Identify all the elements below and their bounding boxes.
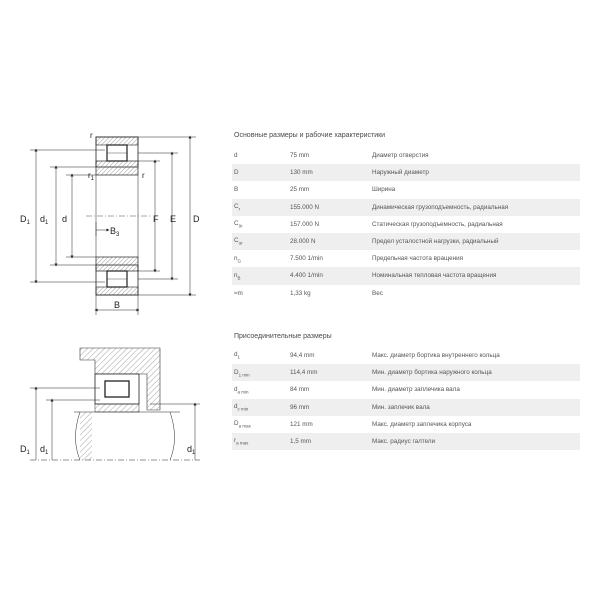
mounting-drawing: D1 d1 d1: [20, 347, 200, 461]
param-value: 130 mm: [290, 164, 372, 182]
param-value: 114,4 mm: [290, 364, 372, 382]
param-symbol: D1 min: [232, 364, 290, 382]
label-d1-mount-right: d1: [187, 444, 196, 456]
param-symbol: D: [232, 164, 290, 182]
param-description: Номинальная тепловая частота вращения: [372, 267, 580, 285]
param-description: Предел усталостной нагрузки, радиальный: [372, 232, 580, 251]
inner-ring-bottom: [95, 256, 139, 272]
param-value: 4.400 1/min: [290, 267, 372, 285]
section-title-main-dimensions: Основные размеры и рабочие характеристик…: [234, 132, 386, 139]
label-D1: D1: [20, 214, 31, 226]
label-F: F: [153, 214, 159, 224]
label-B3: B3: [110, 226, 120, 238]
label-d: d: [62, 214, 67, 224]
param-description: Макс. диаметр бортика внутреннего кольца: [372, 347, 580, 365]
param-description: Динамическая грузоподъемность, радиальна…: [372, 198, 580, 216]
param-symbol: Cur: [232, 232, 290, 251]
label-r1: r1: [88, 171, 95, 182]
housing: [79, 347, 161, 411]
label-d1: d1: [40, 214, 49, 226]
param-value: 155.000 N: [290, 198, 372, 216]
param-symbol: ra max: [232, 432, 290, 451]
param-symbol: Da max: [232, 415, 290, 433]
label-D1-mount: D1: [20, 444, 31, 456]
param-value: 96 mm: [290, 398, 372, 416]
param-symbol: B: [232, 181, 290, 199]
label-r-top: r: [90, 131, 93, 140]
param-symbol: ≈m: [232, 284, 290, 302]
shaft: [74, 403, 180, 461]
param-symbol: nG: [232, 250, 290, 268]
param-description: Предельная частота вращения: [372, 250, 580, 268]
param-symbol: nB: [232, 267, 290, 285]
param-description: Мин. заплечик вала: [372, 398, 580, 416]
param-description: Вес: [372, 284, 580, 302]
param-value: 75 mm: [290, 147, 372, 165]
param-description: Макс. радиус галтели: [372, 432, 580, 451]
param-symbol: da min: [232, 381, 290, 399]
label-r-right: r: [142, 171, 145, 180]
section-title-mounting-dimensions: Присоединительные размеры: [234, 333, 332, 340]
bearing-section-drawing: r r1 r D1 d1 d B3 F E D B: [20, 131, 200, 315]
param-value: 1,5 mm: [290, 432, 372, 451]
param-value: 84 mm: [290, 381, 372, 399]
param-symbol: Cr: [232, 198, 290, 216]
param-description: Диаметр отверстия: [372, 147, 580, 165]
param-description: Наружный диаметр: [372, 164, 580, 182]
param-value: 28.000 N: [290, 232, 372, 251]
param-value: 25 mm: [290, 181, 372, 199]
param-symbol: C0r: [232, 215, 290, 233]
param-symbol: d1: [232, 347, 290, 365]
param-description: Статическая грузоподъемность, радиальная: [372, 215, 580, 233]
param-value: 157.000 N: [290, 215, 372, 233]
param-symbol: dc min: [232, 398, 290, 416]
param-value: 94,4 mm: [290, 347, 372, 365]
label-B: B: [114, 300, 120, 310]
param-description: Мин. диаметр бортика наружного кольца: [372, 364, 580, 382]
param-description: Ширина: [372, 181, 580, 199]
param-value: 7.500 1/min: [290, 250, 372, 268]
param-symbol: d: [232, 147, 290, 165]
label-D: D: [193, 214, 200, 224]
param-description: Макс. диаметр заплечика корпуса: [372, 415, 580, 433]
param-value: 121 mm: [290, 415, 372, 433]
label-d1-mount-left: d1: [40, 444, 49, 456]
label-E: E: [170, 214, 176, 224]
inner-ring-top: [95, 160, 139, 176]
param-value: 1,33 kg: [290, 284, 372, 302]
roller: [104, 380, 130, 398]
param-description: Мин. диаметр заплечика вала: [372, 381, 580, 399]
